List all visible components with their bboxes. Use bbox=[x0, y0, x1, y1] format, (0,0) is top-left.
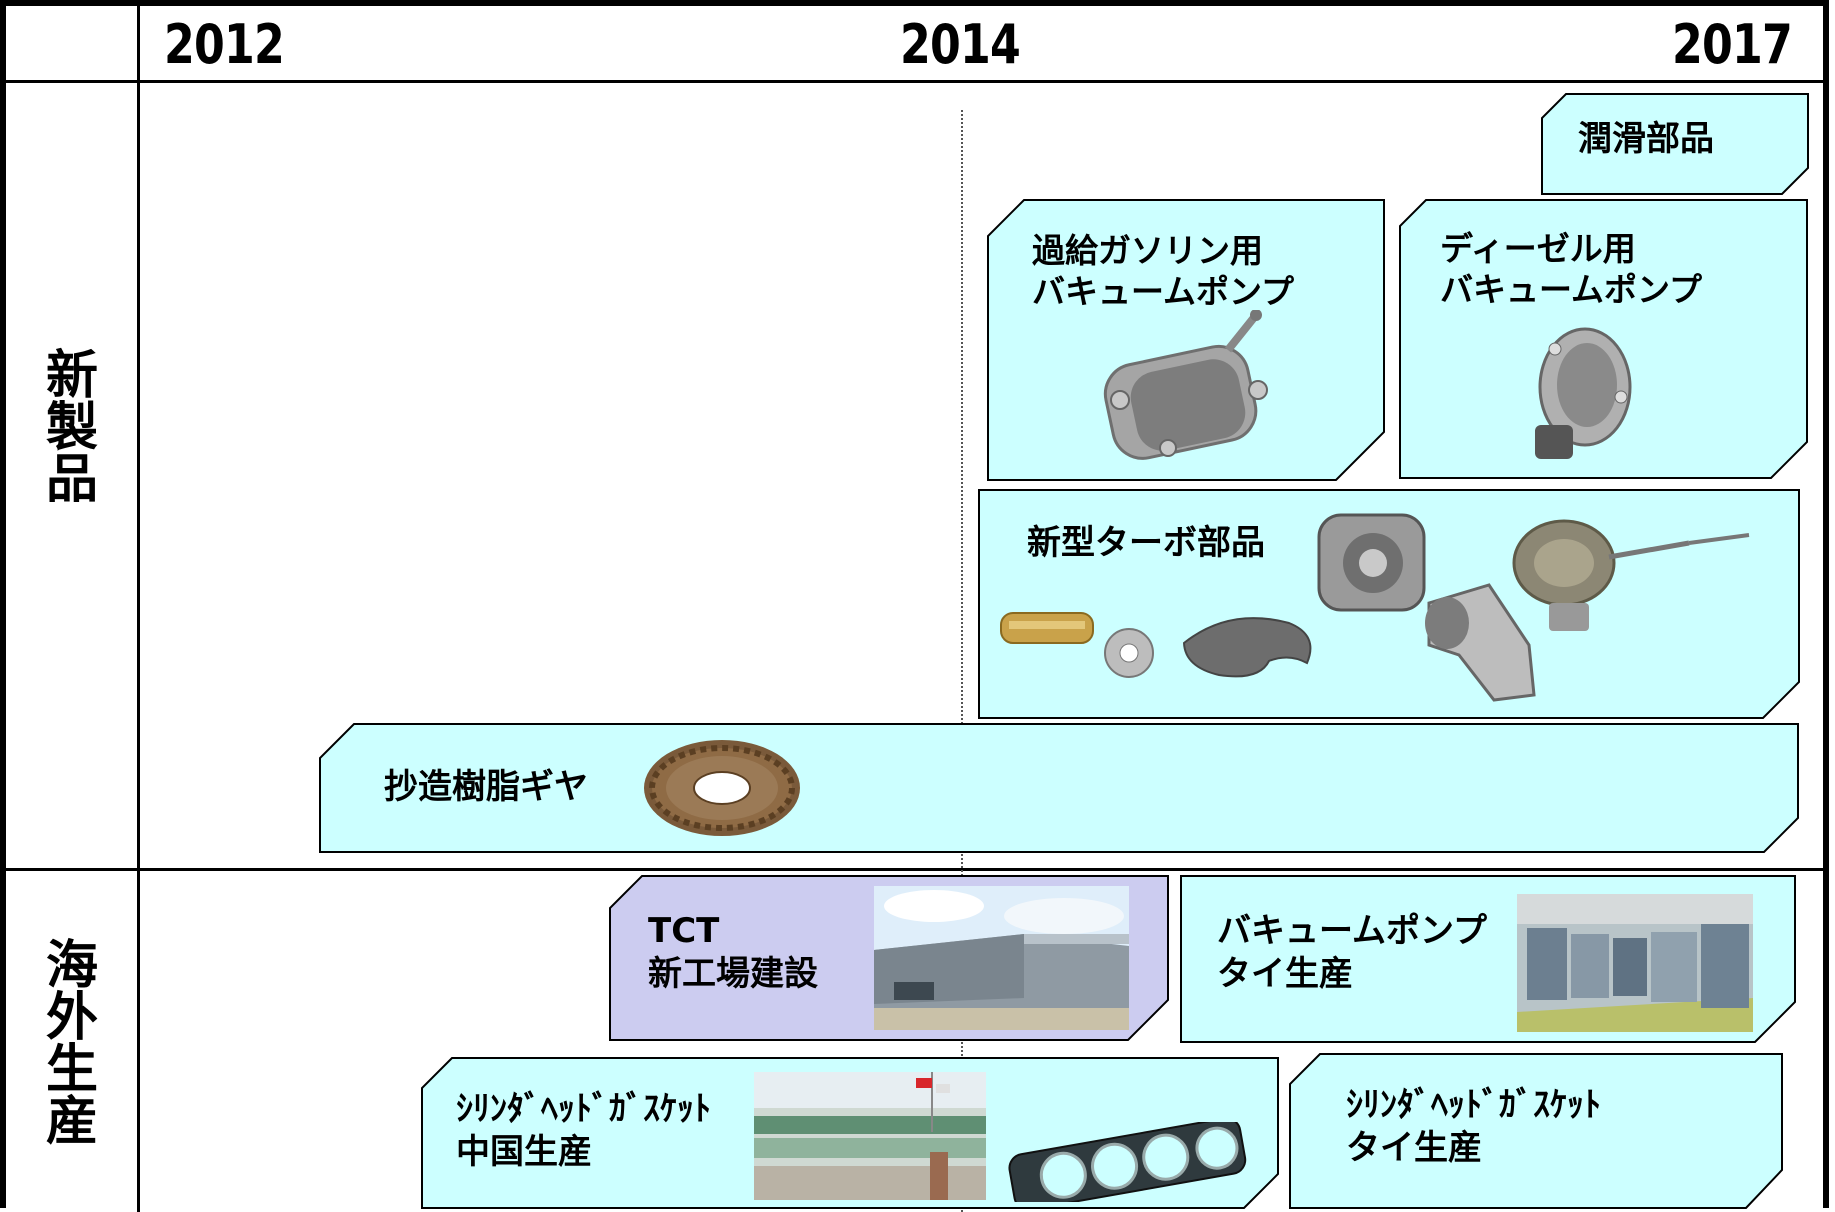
item-tct-new-factory: TCT 新工場建設 bbox=[609, 875, 1169, 1041]
item-resin-gear: 抄造樹脂ギヤ bbox=[319, 723, 1799, 853]
gasket-image bbox=[1008, 1122, 1247, 1202]
vacuum-pump-image bbox=[1103, 310, 1268, 460]
factory-photo bbox=[874, 886, 1129, 1030]
vacuum-pump-image bbox=[1535, 327, 1632, 459]
year-2017: 2017 bbox=[1672, 13, 1793, 76]
year-2014: 2014 bbox=[900, 13, 1021, 76]
item-new-turbo-parts: 新型ターボ部品 bbox=[978, 489, 1800, 719]
row-label-overseas-production: 海 外 生 産 bbox=[45, 936, 98, 1152]
production-line-photo bbox=[1517, 894, 1753, 1032]
label-column-divider bbox=[137, 6, 140, 1212]
item-label: 潤滑部品 bbox=[1578, 119, 1714, 159]
item-label: 抄造樹脂ギヤ bbox=[384, 767, 588, 807]
item-label: ｼﾘﾝﾀﾞﾍｯﾄﾞｶﾞｽｹｯﾄ タイ生産 bbox=[1346, 1085, 1601, 1168]
item-label: バキュームポンプ タイ生産 bbox=[1217, 911, 1487, 994]
item-cylinder-head-gasket-thailand: ｼﾘﾝﾀﾞﾍｯﾄﾞｶﾞｽｹｯﾄ タイ生産 bbox=[1289, 1053, 1783, 1210]
row-label-new-products: 新 製 品 bbox=[45, 346, 98, 510]
item-gasoline-vacuum-pump: 過給ガソリン用 バキュームポンプ bbox=[987, 199, 1385, 481]
year-2012: 2012 bbox=[164, 13, 285, 76]
item-label: 過給ガソリン用 バキュームポンプ bbox=[1032, 231, 1295, 312]
item-label: ディーゼル用 バキュームポンプ bbox=[1440, 229, 1703, 310]
item-label: ｼﾘﾝﾀﾞﾍｯﾄﾞｶﾞｽｹｯﾄ 中国生産 bbox=[456, 1089, 711, 1172]
resin-gear-image bbox=[644, 740, 800, 836]
row-divider bbox=[6, 868, 1829, 871]
item-vacuum-pump-thailand: バキュームポンプ タイ生産 bbox=[1180, 875, 1796, 1043]
item-cylinder-head-gasket-china: ｼﾘﾝﾀﾞﾍｯﾄﾞｶﾞｽｹｯﾄ 中国生産 bbox=[421, 1057, 1279, 1210]
item-label: 新型ターボ部品 bbox=[1027, 523, 1265, 563]
item-label: TCT 新工場建設 bbox=[648, 911, 818, 994]
china-factory-photo bbox=[754, 1072, 986, 1200]
item-lubrication-parts: 潤滑部品 bbox=[1541, 93, 1809, 195]
item-diesel-vacuum-pump: ディーゼル用 バキュームポンプ bbox=[1399, 199, 1808, 479]
year-2014-guide bbox=[961, 110, 963, 1212]
header-divider bbox=[6, 80, 1829, 83]
turbo-parts-image bbox=[1000, 513, 1750, 702]
